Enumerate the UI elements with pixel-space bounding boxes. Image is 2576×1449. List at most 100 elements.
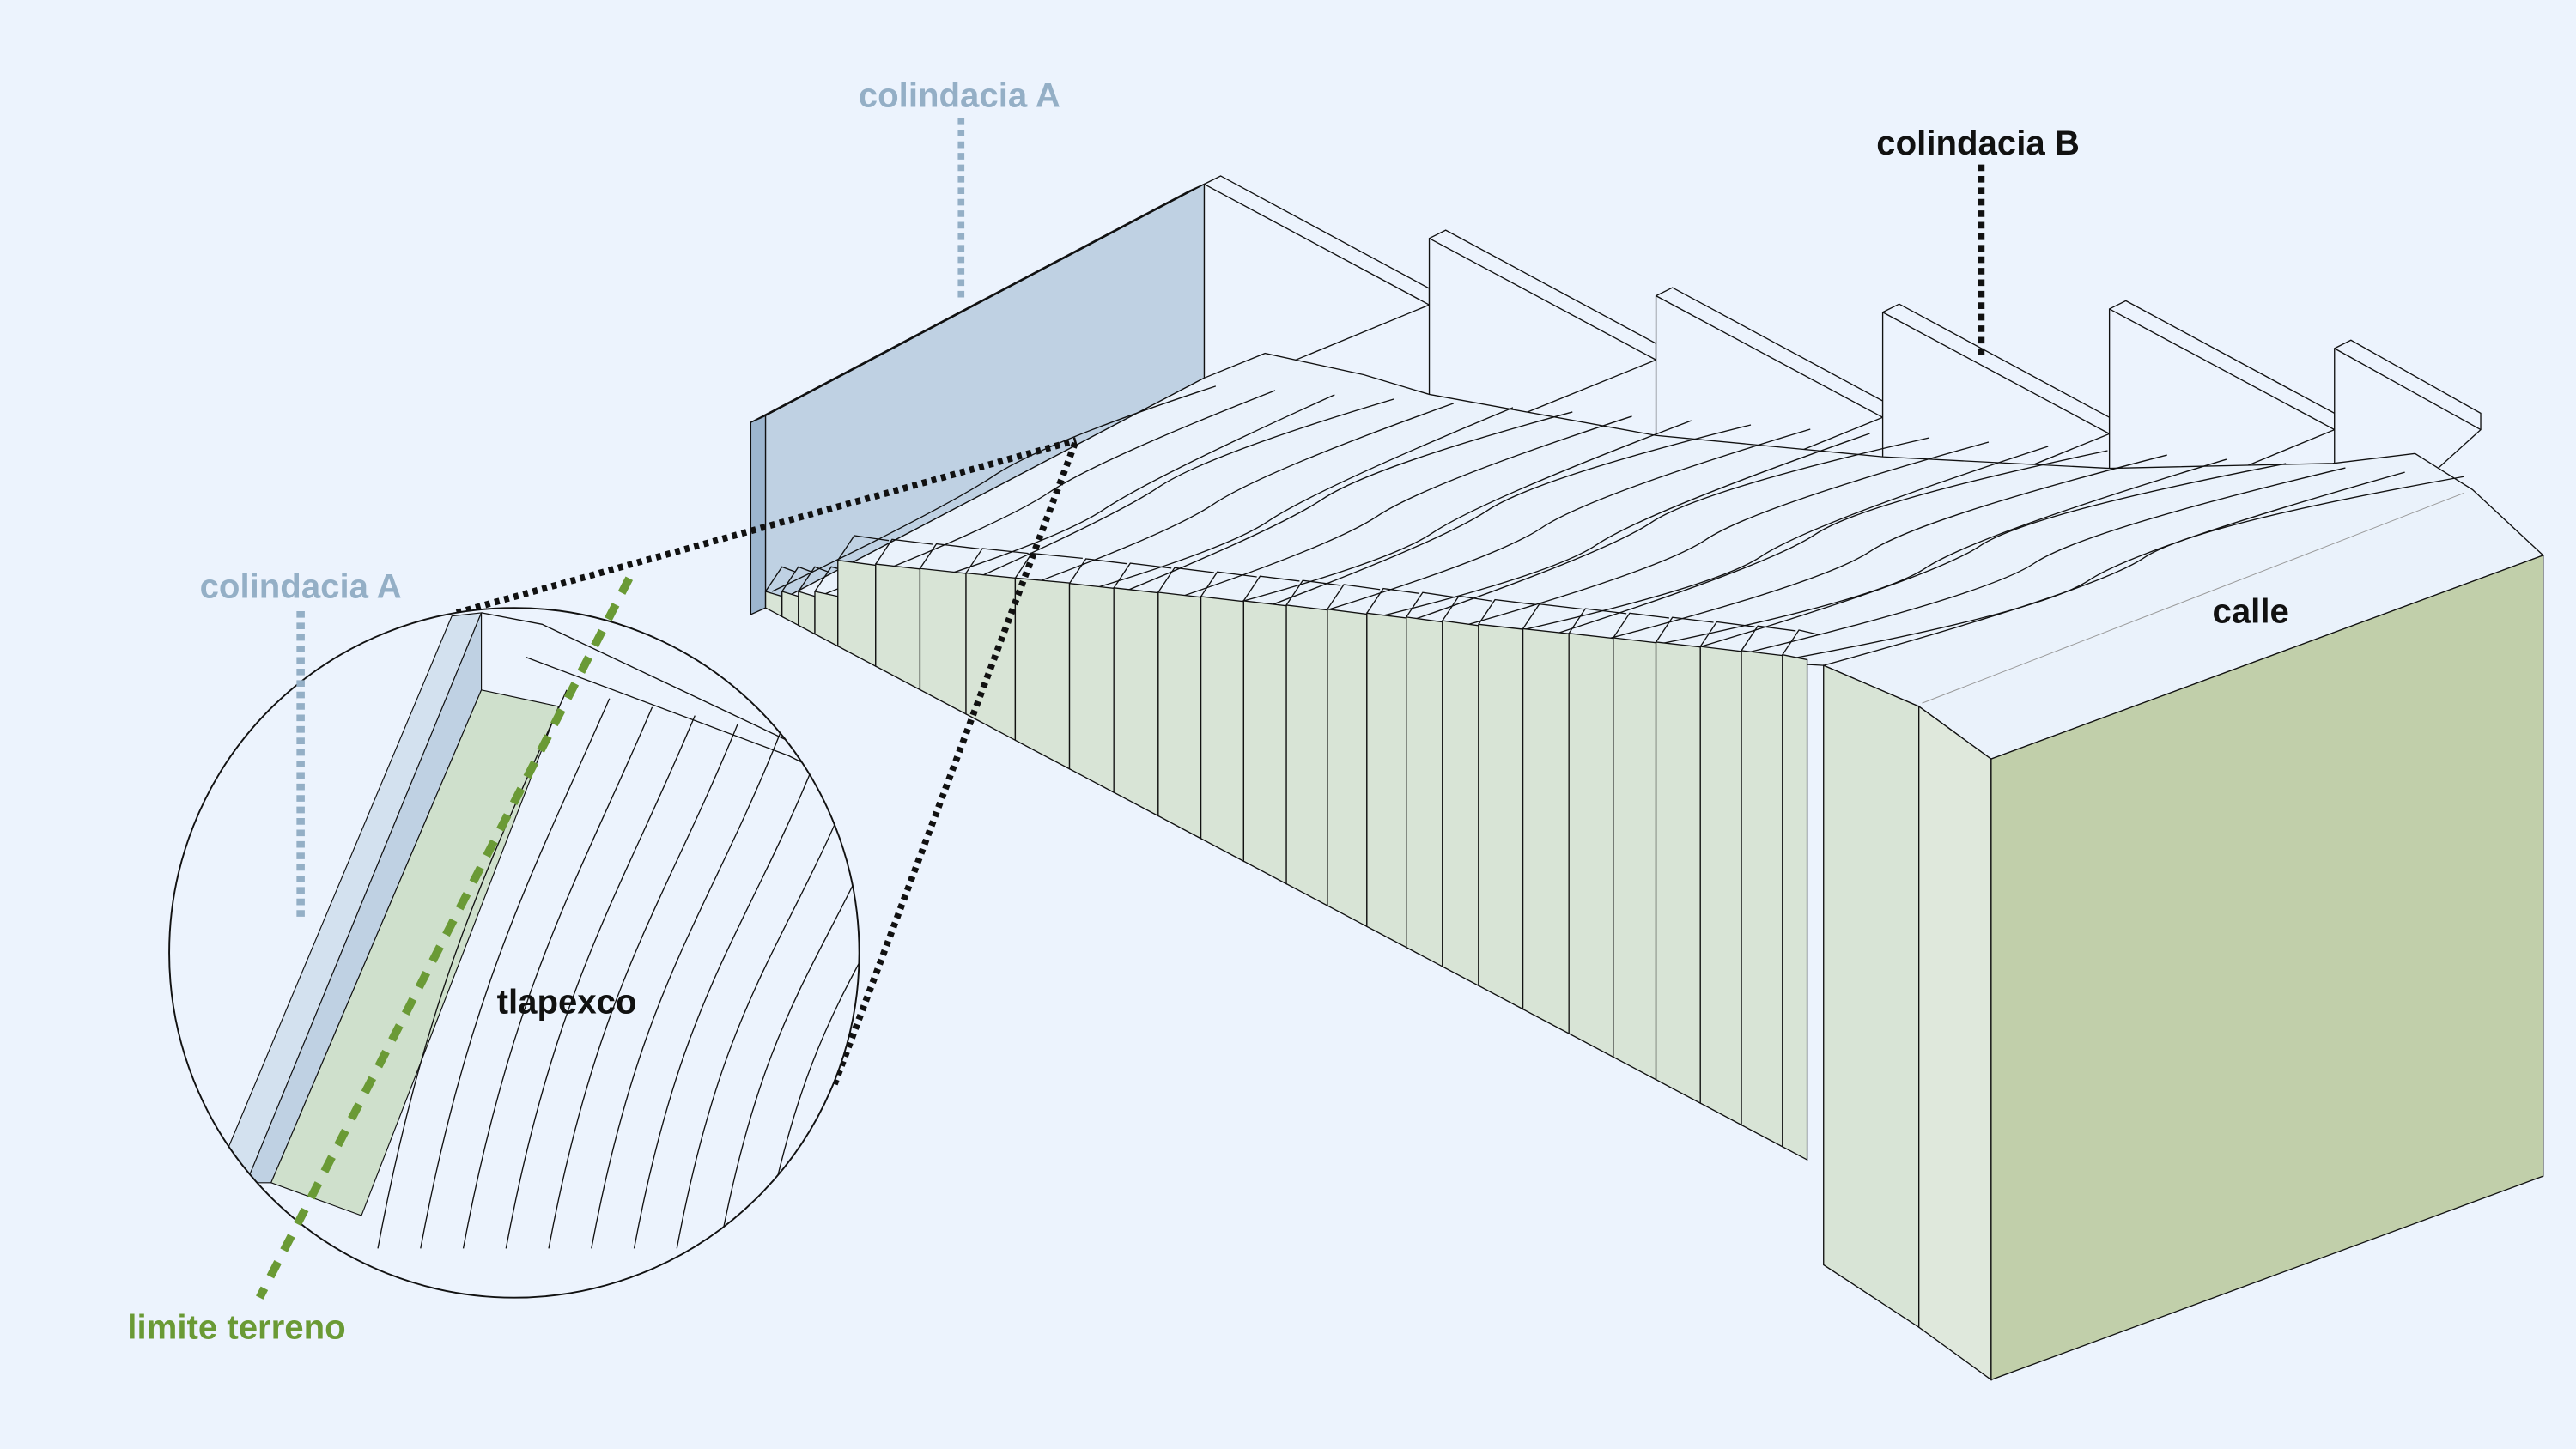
slice-top-edge: [1522, 603, 1583, 629]
zoom-contour-line: [420, 698, 611, 1249]
slice-top-edge: [837, 535, 890, 561]
contour-line: [1773, 471, 2405, 663]
terrain-slice: [1568, 633, 1614, 1058]
slice-top-edge: [1568, 608, 1627, 634]
terrain-slice: [1200, 596, 1245, 863]
slice-top-edge: [1741, 625, 1796, 652]
contour-line: [921, 398, 1394, 603]
zoom-connector: [455, 437, 1079, 1086]
contour-line: [1423, 441, 1990, 638]
slice-top-edge: [1699, 621, 1755, 647]
calle-corner-face: [1918, 705, 1992, 1381]
wall-edge: [1204, 183, 1430, 306]
calle-front-face: [1990, 554, 2544, 1381]
slice-top-edge: [1327, 584, 1381, 610]
label-tlapexco: tlapexco: [497, 983, 637, 1022]
wall-edge: [1429, 238, 1656, 361]
slice-top-edge: [919, 543, 980, 569]
zoom-contour-line: [762, 767, 860, 1249]
slice-top-edge: [781, 566, 812, 592]
contour-line: [1522, 450, 2108, 646]
calle-top-edge: [1922, 492, 2465, 704]
contour-line: [1823, 476, 2465, 666]
wall-edge: [1882, 312, 2110, 434]
slice-top-edge: [1442, 595, 1492, 621]
terrain-slice: [1068, 582, 1115, 794]
slice-top-edge: [798, 566, 829, 592]
contour-line: [1673, 463, 2287, 656]
slice-top-edge: [1157, 567, 1214, 593]
terrain-slice: [1613, 637, 1657, 1081]
slice-top-edge: [875, 538, 933, 565]
contour-line: [1122, 415, 1632, 617]
wall-side-face: [750, 415, 767, 615]
terrain-slice: [1242, 600, 1287, 885]
contour-line: [1273, 428, 1811, 627]
contour-line: [1322, 433, 1870, 631]
terrain-slice: [1442, 620, 1479, 987]
zoom-green-area: [270, 689, 560, 1216]
wall-edge: [2334, 348, 2482, 431]
slice-top-edge: [1200, 571, 1257, 597]
terrain-slice: [1782, 653, 1808, 1161]
terrain-slice: [781, 591, 799, 627]
terrain-slice: [1327, 608, 1368, 928]
zoom-contour-line: [377, 689, 568, 1249]
zoom-contour-line: [505, 715, 696, 1249]
contour-line: [1722, 467, 2346, 659]
slice-top-edge: [1285, 579, 1341, 606]
contour-line: [872, 394, 1335, 599]
terrain-slice: [837, 559, 877, 668]
slice-top-edge: [1656, 616, 1714, 643]
terrain-contours: [771, 385, 2465, 666]
terrain-slice: [1366, 612, 1407, 949]
terrain-slice: [1406, 616, 1443, 968]
wall-top-face: [750, 183, 1205, 423]
contour-line: [972, 403, 1455, 607]
slice-top-edge: [1366, 587, 1420, 614]
terrain-slice: [798, 591, 816, 635]
terrain-slice: [1699, 646, 1742, 1126]
calle-side-face: [1823, 664, 1920, 1329]
contour-line: [1623, 458, 2227, 652]
slice-top-edge: [765, 566, 796, 592]
wall-edge: [1656, 295, 1883, 418]
terrain-slice: [1014, 577, 1071, 770]
zoom-detail-circle: [168, 607, 860, 1299]
terrain-slice: [1157, 591, 1202, 840]
contour-line: [1172, 420, 1692, 621]
zoom-contour-line: [548, 724, 738, 1249]
contour-line: [1372, 437, 1929, 634]
contour-line: [1022, 407, 1514, 610]
label-colindancia-a: colindacia A: [859, 76, 1060, 115]
slice-top-edge: [1406, 591, 1456, 618]
terrain-slice: [1285, 604, 1328, 907]
zoom-edge-line: [481, 612, 855, 773]
contour-line: [771, 385, 1217, 592]
slice-top-edge: [1113, 562, 1172, 589]
terrain-slice: [919, 567, 967, 715]
terrain-slice: [814, 591, 839, 647]
slice-top-edge: [1242, 575, 1300, 602]
contour-line: [822, 390, 1276, 596]
label-limite-terreno: limite terreno: [127, 1308, 345, 1347]
label-colindancia-b: colindacia B: [1876, 124, 2080, 162]
terrain-slice: [1478, 623, 1524, 1010]
contour-line: [1573, 454, 2167, 649]
contour-line: [1222, 424, 1752, 624]
zoom-circle-outline: [168, 607, 860, 1299]
zoom-contour-line: [633, 741, 824, 1249]
terrain-slice: [764, 591, 783, 618]
terrain-slice: [875, 563, 921, 691]
slice-top-edge: [1478, 598, 1536, 625]
terrain-slice: [1113, 587, 1159, 817]
zoom-contour-line: [462, 706, 653, 1249]
terrain-slice: [1741, 650, 1783, 1148]
slice-top-edge: [1613, 612, 1669, 639]
contour-line: [1072, 411, 1573, 614]
wall-edge: [2109, 308, 2336, 431]
calle-block: [1823, 492, 2544, 1381]
label-calle: calle: [2213, 591, 2289, 630]
terrain-slices: [764, 535, 1821, 1161]
zoom-connector-line: [455, 437, 1078, 616]
